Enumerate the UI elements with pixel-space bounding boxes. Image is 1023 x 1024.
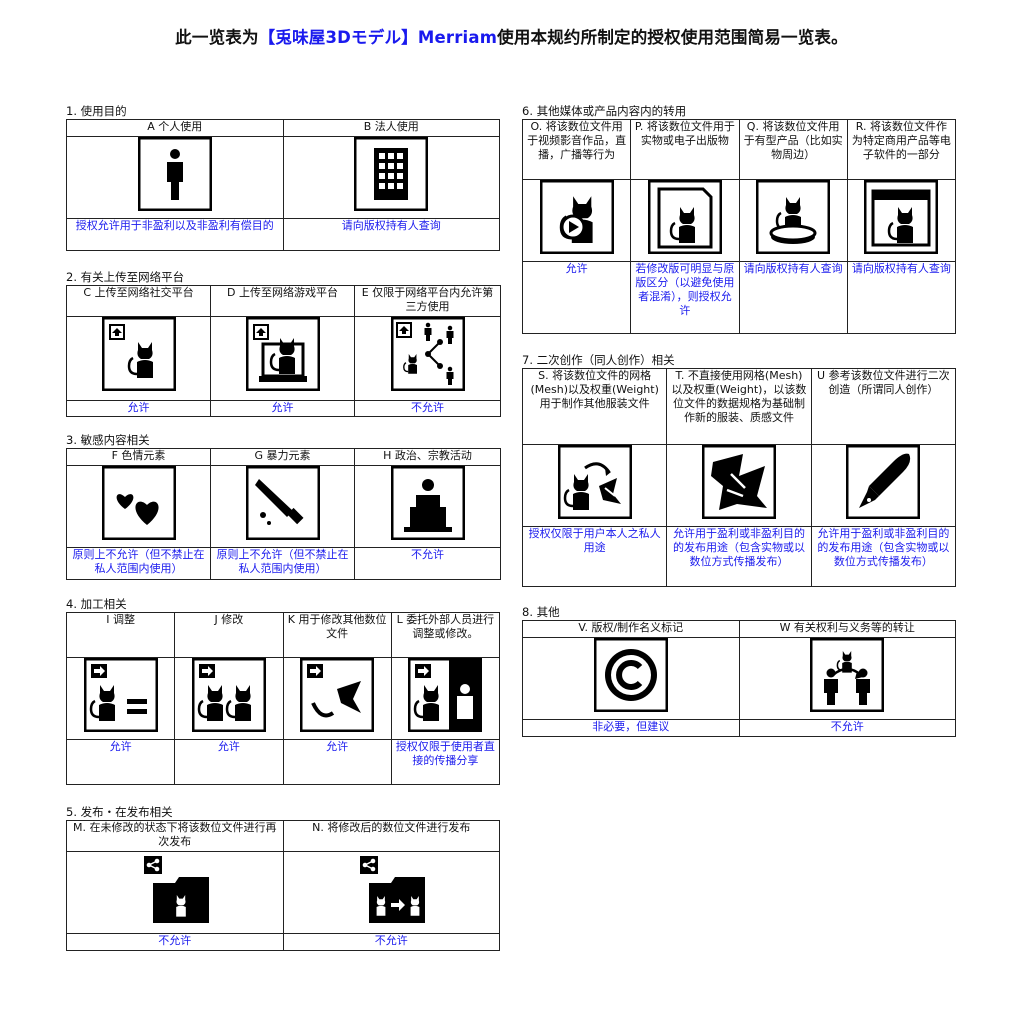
section-title: 5. 发布・在发布相关 [66,805,173,819]
head-modify-other: K 用于修改其他数位文件 [282,612,392,658]
office-building-icon [354,137,429,211]
head-copyright-notice: V. 版权/制作名义标记 [522,620,740,638]
head-upload-social: C 上传至网络社交平台 [66,285,211,317]
head-video: O. 将该数位文件用于视频影音作品，直播，广播等行为 [521,119,632,180]
result-corporate-use: 请向版权持有人查询 [282,218,500,251]
result-rights-transfer: 不允许 [738,719,956,737]
head-corporate-use: B 法人使用 [282,119,500,137]
section-title: 2. 有关上传至网络平台 [66,270,185,284]
result-third-party: 不允许 [354,400,501,417]
software-window-icon [864,180,939,254]
head-rights-transfer: W 有关权利与义务等的转让 [738,620,956,638]
copyright-icon [593,638,668,712]
result-violence: 原则上不允许（但不禁止在私人范围内使用） [210,547,355,580]
modify-icon [191,658,266,732]
redistribute-icon [143,855,209,923]
section-title: 6. 其他媒体或产品内容内的转用 [522,104,687,118]
pen-nib-icon [846,445,921,519]
result-distribute-modified: 不允许 [282,933,500,951]
section-media-reuse: 6. 其他媒体或产品内容内的转用 O. 将该数位文件用于视频影音作品，直播，广播… [521,103,957,334]
section-title: 3. 敏感内容相关 [66,433,150,447]
head-violence: G 暴力元素 [210,448,355,466]
section-title: 1. 使用目的 [66,104,127,118]
result-mesh-clothing: 授权仅限于用户本人之私人用途 [521,526,668,587]
result-publication: 若修改版可明显与原版区分（以避免使用者混淆），则授权允许 [630,261,740,334]
head-fan-creation: U 参考该数位文件进行二次创造（所谓同人创作） [810,368,957,445]
result-physical-goods: 请向版权持有人查询 [738,261,848,334]
head-adjust: I 调整 [65,612,176,658]
result-software: 请向版权持有人查询 [846,261,957,334]
result-modify-other: 允许 [282,739,392,785]
result-upload-game: 允许 [210,400,355,417]
head-upload-game: D 上传至网络游戏平台 [210,285,355,317]
result-adjust: 允许 [65,739,176,785]
modify-other-icon [300,658,375,732]
distribute-modified-icon [359,855,426,923]
result-new-clothing: 允许用于盈利或非盈利目的的发布用途（包含实物或以数位方式传播发布） [666,526,812,587]
result-fan-creation: 允许用于盈利或非盈利目的的发布用途（包含实物或以数位方式传播发布） [810,526,957,587]
podium-speaker-icon [390,466,465,540]
person-icon [137,137,212,211]
video-play-icon [539,180,614,254]
head-publication: P. 将该数位文件用于实物或电子出版物 [630,119,740,180]
knife-icon [245,466,320,540]
page-title: 此一览表为【兎味屋3Dモデル】Merriam使用本规约所制定的授权使用范围简易一… [175,28,848,47]
head-distribute-modified: N. 将修改后的数位文件进行发布 [282,820,500,852]
head-mesh-clothing: S. 将该数位文件的网格(Mesh)以及权重(Weight)用于制作其他服装文件 [521,368,668,445]
head-physical-goods: Q. 将该数位文件用于有型产品（比如实物周边） [738,119,848,180]
head-outsource: L 委托外部人员进行调整或修改。 [390,612,501,658]
section-title: 7. 二次创作（同人创作）相关 [522,353,675,367]
result-outsource: 授权仅限于使用者直接的传播分享 [390,739,501,785]
mesh-clothing-icon [557,445,632,519]
result-modify: 允许 [174,739,284,785]
head-politics-religion: H 政治、宗教活动 [354,448,501,466]
section-derivative-works: 7. 二次创作（同人创作）相关 S. 将该数位文件的网格(Mesh)以及权重(W… [521,352,957,587]
fabric-icon [701,445,776,519]
share-third-party-icon [390,317,465,391]
result-copyright-notice: 非必要，但建议 [522,719,740,737]
head-new-clothing: T. 不直接使用网格(Mesh)以及权重(Weight)，以该数位文件的数据规格… [666,368,812,445]
head-sexual: F 色情元素 [66,448,211,466]
head-personal-use: A 个人使用 [66,119,284,137]
section-title: 8. 其他 [522,605,560,619]
upload-game-icon [245,317,320,391]
derivative-works-table: S. 将该数位文件的网格(Mesh)以及权重(Weight)用于制作其他服装文件… [521,368,957,587]
hearts-icon [101,466,176,540]
publication-icon [647,180,722,254]
head-modify: J 修改 [174,612,284,658]
head-third-party: E 仅限于网络平台内允许第三方使用 [354,285,501,317]
result-politics-religion: 不允许 [354,547,501,580]
result-sexual: 原则上不允许（但不禁止在私人范围内使用） [66,547,211,580]
transfer-rights-icon [810,638,885,712]
section-title: 4. 加工相关 [66,597,127,611]
upload-social-icon [101,317,176,391]
result-video: 允许 [521,261,632,334]
head-software: R. 将该数位文件作为特定商用产品等电子软件的一部分 [846,119,957,180]
figure-icon [756,180,831,254]
outsource-icon [408,658,483,732]
result-upload-social: 允许 [66,400,211,417]
adjust-icon [83,658,158,732]
result-redistribute: 不允许 [66,933,284,951]
head-redistribute: M. 在未修改的状态下将该数位文件进行再次发布 [66,820,284,852]
result-personal-use: 授权允许用于非盈利以及非盈利有偿目的 [66,218,284,251]
